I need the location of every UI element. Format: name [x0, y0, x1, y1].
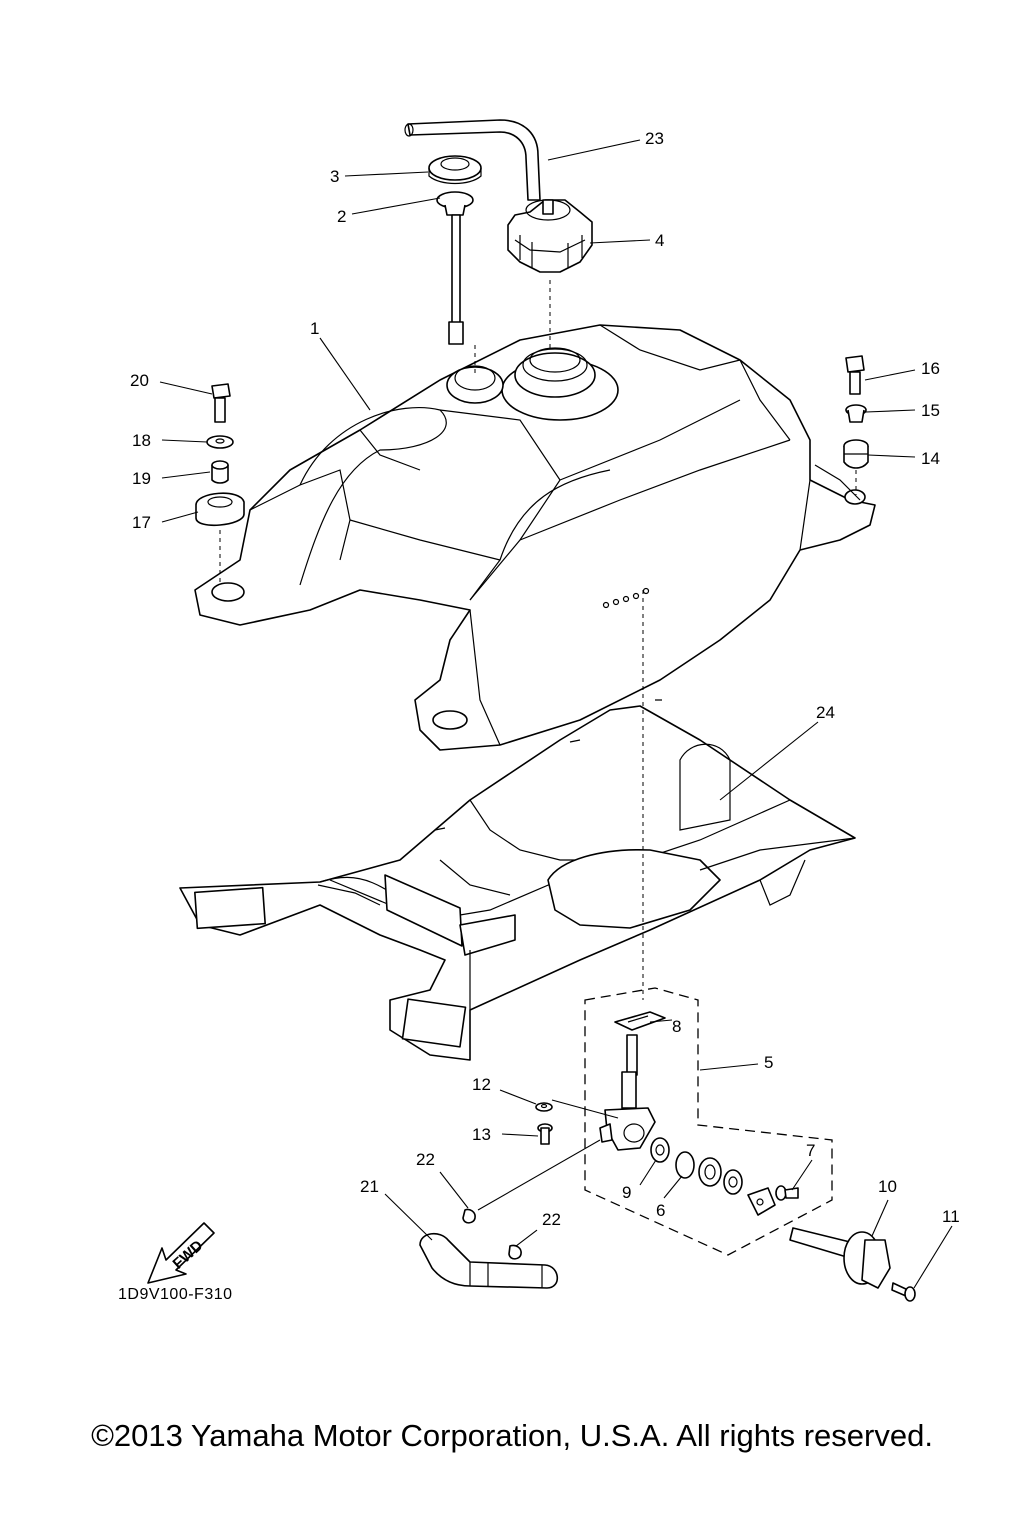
- fuel-cock-assembly-boundary: [584, 987, 833, 1256]
- collar-part-15: [845, 404, 867, 423]
- callout-16: 16: [921, 359, 940, 378]
- gasket-body-parts: [698, 1157, 743, 1195]
- callout-1: 1: [310, 319, 319, 338]
- figure-code: 1D9V100-F310: [118, 1286, 233, 1303]
- bolt-part-16: [845, 355, 865, 395]
- callout-8: 8: [672, 1017, 681, 1036]
- forward-direction-arrow: FWD: [147, 1222, 215, 1284]
- gasket-part-8: [614, 1011, 666, 1031]
- fuel-cap-part-4: [507, 199, 593, 273]
- callout-23: 23: [645, 129, 664, 148]
- callout-4: 4: [655, 231, 664, 250]
- o-ring-part-6: [675, 1151, 695, 1179]
- lever-part-10: [789, 1227, 891, 1289]
- callouts: 3 2 23 4 1 20 18 19 17 16 15 14 24 8 5 1…: [130, 129, 960, 1289]
- washer-part-12: [535, 1102, 553, 1112]
- callout-11: 11: [942, 1207, 960, 1226]
- screw-part-11: [891, 1282, 916, 1302]
- damper-part-14: [843, 439, 869, 469]
- filter-part-9: [650, 1137, 670, 1163]
- callout-10: 10: [878, 1177, 897, 1196]
- collar-part-19: [211, 460, 229, 484]
- copyright-notice: ©2013 Yamaha Motor Corporation, U.S.A. A…: [91, 1418, 933, 1453]
- callout-6: 6: [656, 1201, 665, 1220]
- tank-protector-part-24: [179, 699, 856, 1061]
- callout-14: 14: [921, 449, 940, 468]
- callout-24: 24: [816, 703, 835, 722]
- callout-19: 19: [132, 469, 151, 488]
- fuel-hose-part-21: [419, 1232, 559, 1289]
- callout-7: 7: [806, 1141, 815, 1160]
- washer-part-18: [206, 435, 234, 449]
- hose-clip-part-22b: [508, 1244, 522, 1260]
- callout-22b: 22: [542, 1210, 561, 1229]
- hose-clip-part-22a: [462, 1208, 476, 1224]
- plate-part: [747, 1187, 776, 1216]
- callout-22a: 22: [416, 1150, 435, 1169]
- callout-18: 18: [132, 431, 151, 450]
- callout-21: 21: [360, 1177, 379, 1196]
- fuel-gauge-part-2: [436, 191, 474, 345]
- fuel-tank: [194, 324, 876, 751]
- grommet-part-3: [428, 155, 482, 185]
- callout-9: 9: [622, 1183, 631, 1202]
- callout-13: 13: [472, 1125, 491, 1144]
- breather-hose-part-23: [404, 119, 541, 201]
- screw-part-13: [537, 1123, 553, 1145]
- callout-20: 20: [130, 371, 149, 390]
- callout-12: 12: [472, 1075, 491, 1094]
- damper-part-17: [195, 492, 245, 527]
- callout-15: 15: [921, 401, 940, 420]
- screw-part-7: [775, 1185, 799, 1201]
- callout-5: 5: [764, 1053, 773, 1072]
- fuel-cock-body: [599, 1034, 656, 1151]
- bolt-part-20: [211, 383, 231, 423]
- callout-3: 3: [330, 167, 339, 186]
- callout-17: 17: [132, 513, 151, 532]
- callout-2: 2: [337, 207, 346, 226]
